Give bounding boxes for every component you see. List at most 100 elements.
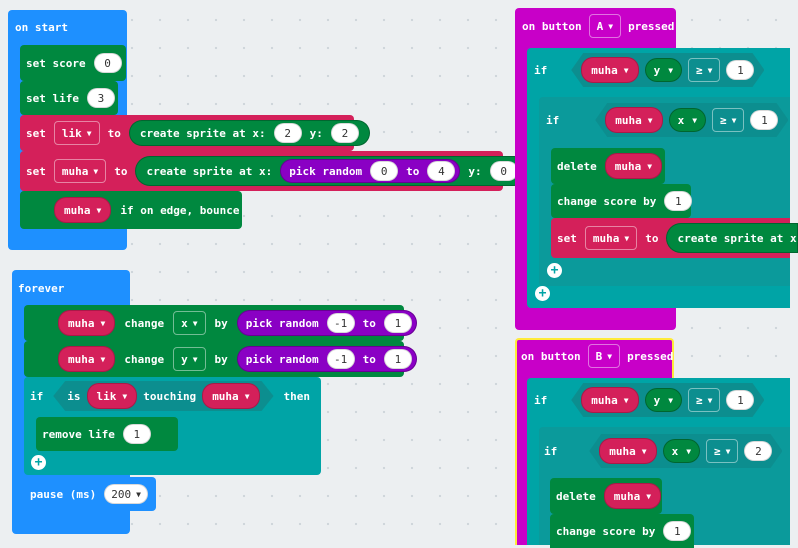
delete-label: delete: [556, 489, 596, 503]
axis-y-dropdown[interactable]: y▼: [173, 347, 206, 371]
pick-random-label: pick random: [245, 352, 319, 366]
caret-down-icon: ▼: [122, 391, 128, 401]
muha-variable-reporter[interactable]: muha▼: [202, 383, 259, 409]
change-score-label: change score by: [556, 524, 656, 538]
plus-icon[interactable]: +: [31, 455, 46, 470]
axis-x-dropdown[interactable]: x▼: [173, 311, 206, 335]
pick-random-block[interactable]: pick random 0 to 4: [280, 159, 461, 183]
muha-var-text: muha: [592, 231, 620, 245]
lik-x-input[interactable]: 2: [273, 123, 302, 143]
pressed-label: pressed: [627, 349, 674, 363]
change-score-block-a[interactable]: change score by 1: [551, 184, 693, 218]
on-start-label: on start: [15, 21, 68, 34]
set-lik-set: set: [26, 126, 46, 140]
muha-var-text: muha: [68, 352, 95, 366]
muha-variable-reporter[interactable]: muha▼: [58, 310, 116, 336]
plus-icon[interactable]: +: [535, 286, 550, 301]
caret-down-icon: ▼: [623, 395, 629, 405]
compare-y-condition[interactable]: muha▼ y▼ ≥▼ 1: [571, 383, 764, 417]
muha-variable-reporter[interactable]: muha▼: [599, 438, 656, 464]
operator-text: ≥: [714, 444, 721, 458]
if-touching-block[interactable]: if is lik▼ touching muha▼ then remove li…: [24, 377, 321, 475]
caret-down-icon: ▼: [707, 395, 713, 405]
sprite-property-y[interactable]: y▼: [645, 388, 682, 412]
pick-random-block[interactable]: pick random -1 to 1: [236, 310, 417, 336]
compare-x-condition[interactable]: muha▼ x▼ ≥▼ 1: [595, 103, 788, 137]
change-score-block-b[interactable]: change score by 1: [550, 514, 694, 548]
muha-variable-dropdown[interactable]: muha▼: [53, 159, 107, 183]
random-from-input[interactable]: 0: [370, 161, 399, 181]
muha-variable-reporter[interactable]: muha▼: [581, 57, 638, 83]
change-x-block[interactable]: muha▼ change x▼ by pick random -1 to 1: [24, 305, 417, 341]
operator-text: ≥: [720, 113, 727, 127]
y-label: y:: [309, 126, 323, 140]
set-score-block[interactable]: set score 0: [20, 45, 126, 81]
compare-value-input[interactable]: 1: [750, 110, 778, 130]
set-muha-block[interactable]: set muha▼ to create sprite at x: pick ra…: [20, 151, 529, 191]
remove-life-input[interactable]: 1: [122, 424, 151, 444]
pause-dropdown[interactable]: 200▼: [104, 484, 148, 504]
random-min-input[interactable]: -1: [326, 313, 355, 333]
operator-dropdown[interactable]: ≥▼: [706, 439, 738, 463]
lik-y-input[interactable]: 2: [330, 123, 359, 143]
muha-variable-reporter[interactable]: muha▼: [604, 153, 663, 179]
create-sprite-lik[interactable]: create sprite at x: 2 y: 2: [128, 120, 370, 146]
random-max-input[interactable]: 1: [383, 349, 412, 369]
delete-block-b[interactable]: delete muha▼: [550, 478, 662, 514]
plus-icon[interactable]: +: [547, 263, 562, 278]
delete-block-a[interactable]: delete muha▼: [551, 148, 665, 184]
create-sprite-muha[interactable]: create sprite at x: pick random 0 to 4 y…: [135, 156, 529, 186]
sprite-property-x[interactable]: x▼: [663, 439, 700, 463]
change-score-input[interactable]: 1: [663, 521, 692, 541]
operator-dropdown[interactable]: ≥▼: [688, 58, 720, 82]
to-label: to: [645, 231, 659, 245]
set-lik-block[interactable]: set lik▼ to create sprite at x: 2 y: 2: [20, 115, 370, 151]
create-sprite-block-a[interactable]: create sprite at x: [666, 223, 798, 253]
muha-var-text: muha: [609, 444, 636, 458]
operator-dropdown[interactable]: ≥▼: [712, 108, 744, 132]
muha-variable-reporter[interactable]: muha▼: [58, 346, 116, 372]
sprite-property-x[interactable]: x▼: [669, 108, 706, 132]
prop-text: x: [671, 444, 679, 458]
random-max-input[interactable]: 4: [427, 161, 456, 181]
set-muha-block-a[interactable]: set muha▼ to create sprite at x: [551, 218, 798, 258]
prop-text: x: [677, 113, 685, 127]
compare-y-condition[interactable]: muha▼ y▼ ≥▼ 1: [571, 53, 764, 87]
sprite-property-y[interactable]: y▼: [645, 58, 682, 82]
button-a-dropdown[interactable]: A▼: [588, 14, 622, 38]
on-button-label: on button: [522, 19, 582, 33]
muha-variable-reporter[interactable]: muha▼: [603, 483, 662, 509]
create-sprite-label: create sprite at x:: [139, 126, 266, 140]
compare-value-input[interactable]: 1: [726, 60, 754, 80]
operator-text: ≥: [696, 393, 703, 407]
muha-variable-reporter[interactable]: muha▼: [54, 197, 112, 223]
muha-variable-reporter[interactable]: muha▼: [581, 387, 638, 413]
muha-variable-reporter[interactable]: muha▼: [605, 107, 662, 133]
bounce-block[interactable]: muha▼ if on edge, bounce: [20, 191, 242, 229]
pick-random-block[interactable]: pick random -1 to 1: [236, 346, 417, 372]
random-max-input[interactable]: 1: [383, 313, 412, 333]
muha-y-input[interactable]: 0: [489, 161, 518, 181]
compare-x-condition[interactable]: muha▼ x▼ ≥▼ 2: [589, 434, 782, 468]
caret-down-icon: ▼: [86, 128, 92, 138]
compare-value-input[interactable]: 1: [726, 390, 754, 410]
change-score-input[interactable]: 1: [664, 191, 693, 211]
lik-variable-reporter[interactable]: lik▼: [87, 383, 138, 409]
touching-condition[interactable]: is lik▼ touching muha▼: [53, 381, 273, 411]
by-label: by: [214, 316, 228, 330]
remove-life-block[interactable]: remove life 1: [36, 417, 178, 451]
button-b-dropdown[interactable]: B▼: [587, 344, 621, 368]
muha-variable-dropdown[interactable]: muha▼: [584, 226, 638, 250]
if-label: if: [30, 389, 44, 403]
set-muha-to: to: [114, 164, 128, 178]
operator-dropdown[interactable]: ≥▼: [688, 388, 720, 412]
random-min-input[interactable]: -1: [326, 349, 355, 369]
score-value-input[interactable]: 0: [93, 53, 122, 73]
set-life-block[interactable]: set life 3: [20, 81, 118, 115]
change-y-block[interactable]: muha▼ change y▼ by pick random -1 to 1: [24, 341, 417, 377]
pause-block[interactable]: pause (ms) 200▼: [24, 477, 156, 511]
caret-down-icon: ▼: [100, 318, 106, 328]
life-value-input[interactable]: 3: [86, 88, 115, 108]
compare-value-input[interactable]: 2: [744, 441, 772, 461]
lik-variable-dropdown[interactable]: lik▼: [53, 121, 100, 145]
